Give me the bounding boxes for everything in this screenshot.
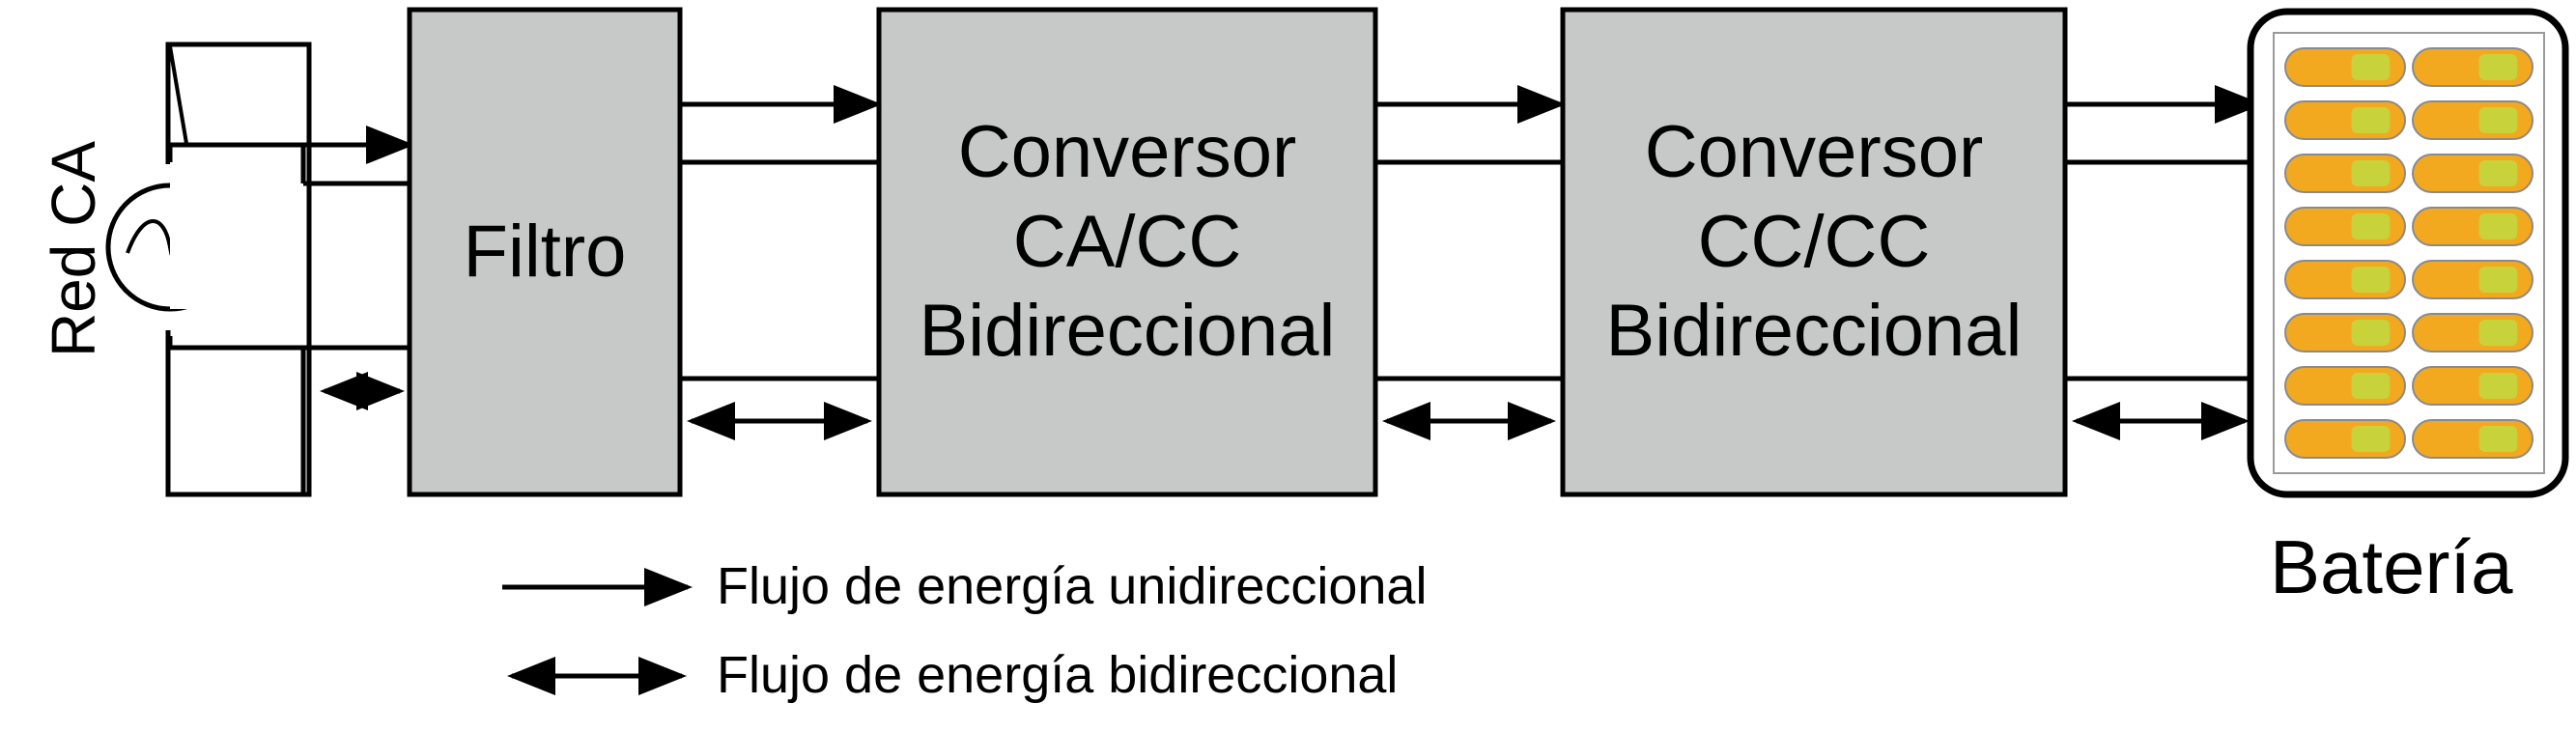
battery-cell-highlight [2478, 426, 2518, 452]
legend-unidirectional-label: Flujo de energía unidireccional [717, 557, 1428, 615]
battery-cell-highlight [2478, 373, 2518, 399]
dcdc-converter-block [1560, 7, 2068, 497]
acdc-converter-block [876, 7, 1378, 497]
battery-cell-highlight [2351, 320, 2391, 346]
ac-source [105, 42, 312, 497]
filter-label-wrap: Filtro [410, 10, 680, 494]
acdc-label-line1: Conversor [957, 110, 1297, 193]
battery-cell-highlight [2478, 160, 2518, 186]
dcdc-label-line2: CC/CC [1697, 200, 1931, 283]
battery-cell-highlight [2478, 320, 2518, 346]
battery-cell-highlight [2351, 213, 2391, 239]
battery-cell-highlight [2351, 426, 2391, 452]
acdc-label-wrap: Conversor CA/CC Bidireccional [879, 39, 1375, 446]
dcdc-label-line1: Conversor [1644, 110, 1984, 193]
ac-source-label: Red CA [39, 140, 108, 358]
acdc-dcdc-links [1375, 85, 1566, 440]
dcdc-label-line3: Bidireccional [1605, 290, 2023, 373]
legend [502, 568, 693, 695]
filter-block [407, 7, 683, 497]
battery-cell-highlight [2478, 267, 2518, 293]
source-filter-links [303, 126, 414, 410]
dcdc-label-wrap: Conversor CC/CC Bidireccional [1563, 39, 2065, 446]
battery-cell-highlight [2351, 54, 2391, 80]
acdc-label-line2: CA/CC [1012, 200, 1242, 283]
battery-cell-highlight [2478, 107, 2518, 133]
filter-acdc-links [680, 85, 882, 440]
filter-label: Filtro [463, 210, 627, 293]
acdc-label-line3: Bidireccional [919, 290, 1336, 373]
battery-label: Batería [2270, 524, 2513, 609]
battery-cell-highlight [2351, 373, 2391, 399]
dcdc-battery-links [2065, 85, 2263, 440]
battery-cells [2284, 47, 2534, 459]
battery-cell-highlight [2351, 267, 2391, 293]
battery-cell-highlight [2478, 213, 2518, 239]
battery-cell-highlight [2351, 160, 2391, 186]
legend-bidirectional-label: Flujo de energía bidireccional [717, 646, 1399, 704]
battery-cell-highlight [2478, 54, 2518, 80]
battery [2247, 8, 2569, 498]
battery-cell-highlight [2351, 107, 2391, 133]
